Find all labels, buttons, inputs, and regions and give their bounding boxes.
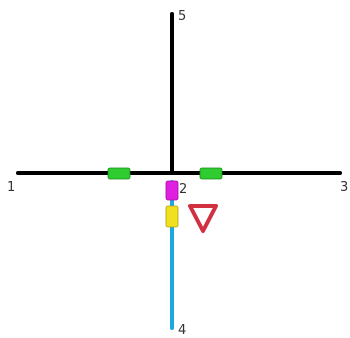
- node-label-5: 5: [178, 9, 186, 24]
- node-label-3: 3: [340, 180, 348, 195]
- node-label-1: 1: [7, 180, 15, 195]
- node-label-4: 4: [178, 323, 186, 338]
- green-marker-west: [107, 167, 131, 180]
- yellow-marker: [165, 205, 179, 228]
- yield-sign-icon: [188, 204, 218, 233]
- node-label-2: 2: [179, 182, 187, 197]
- magenta-marker: [165, 180, 179, 201]
- green-marker-east: [199, 167, 223, 180]
